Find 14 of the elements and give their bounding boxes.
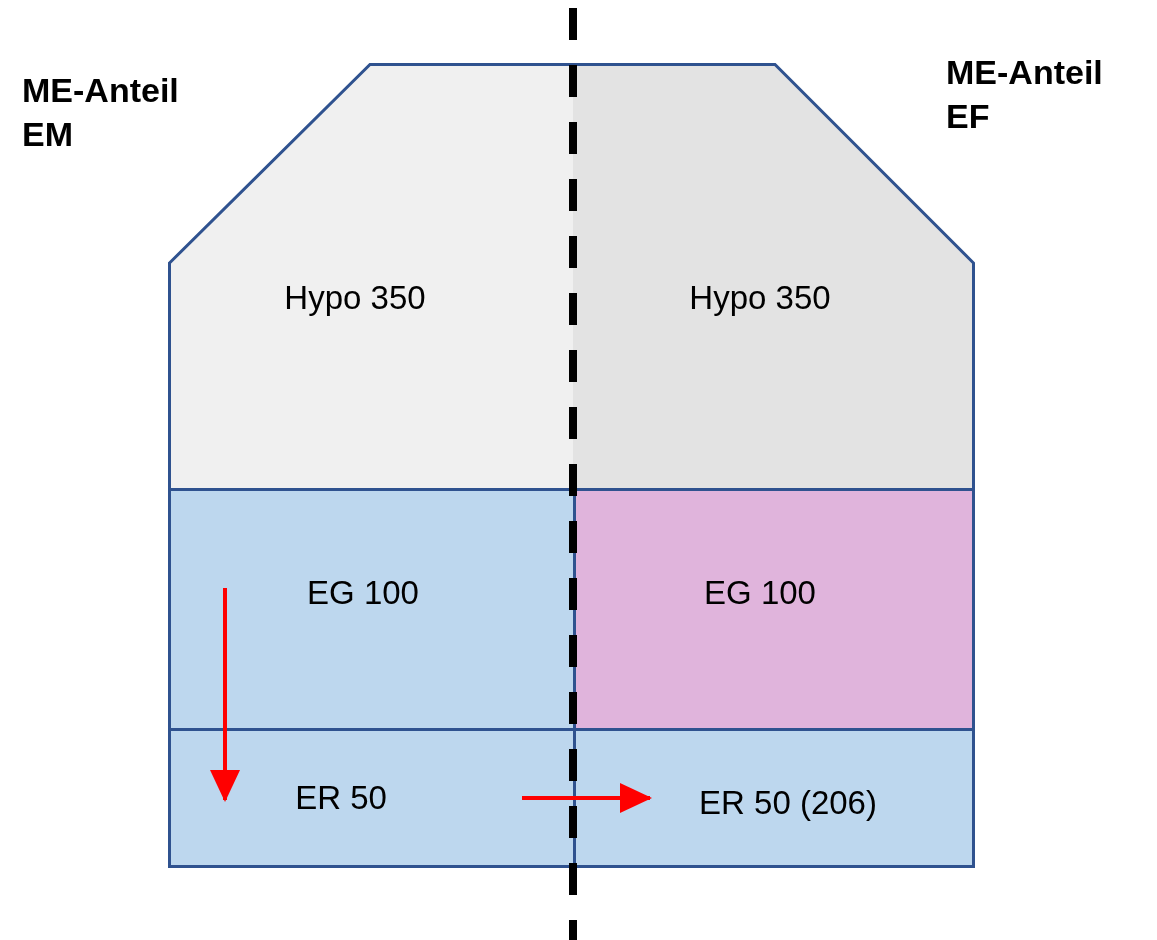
arrow: [210, 588, 240, 802]
region-box: [573, 488, 975, 728]
arrow: [522, 783, 652, 813]
region-label: ER 50 (206): [699, 784, 877, 822]
region-label: EG 100: [307, 574, 419, 612]
region-box: [168, 728, 573, 868]
region-label: Hypo 350: [284, 279, 426, 317]
region-box: [573, 728, 975, 868]
side-heading: ME-Anteil EM: [22, 70, 180, 156]
region-label: Hypo 350: [689, 279, 831, 317]
region-box: [168, 488, 573, 728]
region-label: ER 50: [295, 779, 387, 817]
side-heading: ME-Anteil EF: [946, 52, 1104, 138]
region-label: EG 100: [704, 574, 816, 612]
